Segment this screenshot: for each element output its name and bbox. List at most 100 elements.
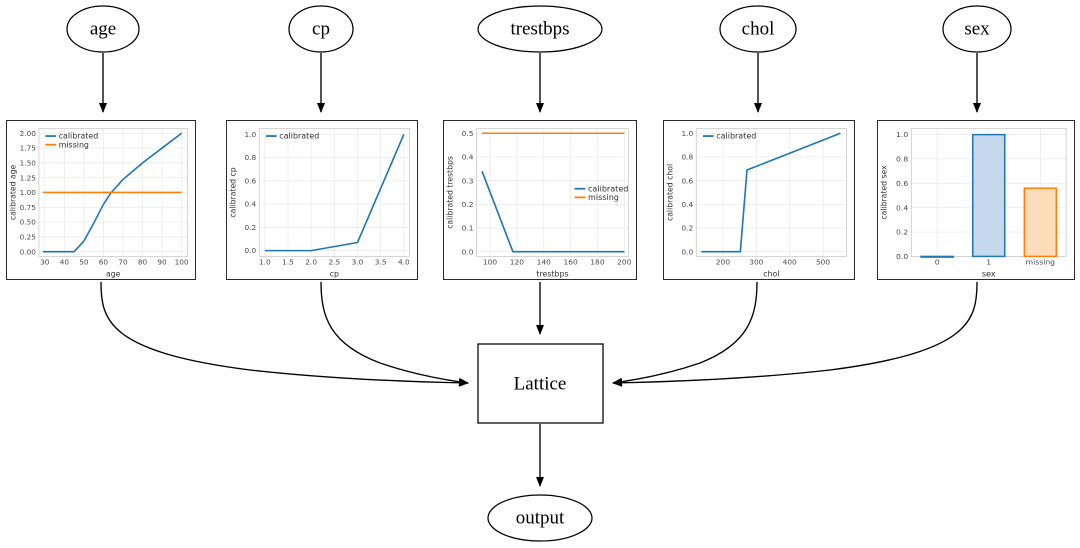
ytick: 1.75 [20, 144, 37, 153]
xtick: 160 [563, 257, 578, 266]
ytick: 0.6 [896, 179, 908, 188]
x-axis-label: trestbps [536, 269, 568, 278]
node-sex[interactable] [942, 5, 1012, 53]
xtick: 2.5 [328, 257, 340, 266]
edge-sex-plot-to-lattice [612, 281, 978, 387]
xtick: 60 [99, 257, 109, 266]
node-output[interactable] [487, 494, 593, 542]
legend: calibrated [265, 132, 319, 141]
xtick: 1.5 [282, 257, 294, 266]
ytick: 0.5 [462, 129, 474, 138]
xtick: 100 [175, 257, 189, 266]
y-axis-label: calibrated chol [665, 164, 674, 221]
ytick: 0.4 [681, 200, 693, 209]
xtick: 100 [483, 257, 498, 266]
xtick: 180 [590, 257, 605, 266]
ytick: 0.1 [462, 224, 474, 233]
xtick: 40 [60, 257, 70, 266]
node-lattice-label: Lattice [514, 373, 567, 394]
ytick: 0.2 [462, 200, 474, 209]
x-axis-label: cp [330, 269, 339, 278]
node-age[interactable] [66, 5, 140, 53]
calibration-panel-sex[interactable]: 0 1 missing 0.0 0.2 0.4 0.6 0.8 1.0 sex calibrated… [877, 120, 1075, 280]
ytick: 0.6 [681, 176, 693, 185]
y-axis-label: calibrated age [8, 165, 17, 221]
xtick: 80 [138, 257, 148, 266]
node-chol-label: chol [742, 18, 775, 39]
ytick: 0.8 [244, 153, 256, 162]
xtick: 3.0 [352, 257, 364, 266]
ytick: 0.6 [244, 177, 256, 186]
ytick: 0.8 [896, 155, 908, 164]
ytick: 0.4 [462, 153, 474, 162]
node-sex-label: sex [964, 18, 990, 39]
ytick: 1.0 [896, 130, 908, 139]
xtick: 500 [816, 257, 830, 266]
bar-0 [920, 255, 954, 258]
ytick: 0.4 [244, 200, 256, 209]
series-calibrated [42, 132, 183, 253]
ytick: 1.25 [20, 173, 37, 182]
xtick: 200 [617, 257, 632, 266]
xtick: 4.0 [398, 257, 410, 266]
ytick: 0.0 [462, 247, 474, 256]
node-cp[interactable] [288, 5, 354, 53]
x-axis-label: age [106, 269, 121, 278]
ytick: 1.50 [20, 159, 37, 168]
ytick: 1.00 [20, 188, 37, 197]
legend-label: calibrated [279, 132, 319, 141]
node-trestbps[interactable] [477, 5, 603, 53]
xtick: 1 [986, 257, 991, 266]
series-calibrated [701, 132, 841, 253]
node-output-label: output [516, 507, 565, 528]
ytick: 1.0 [244, 130, 256, 139]
node-lattice[interactable] [477, 343, 604, 424]
ytick: 0.2 [244, 223, 256, 232]
ytick: 0.0 [896, 252, 908, 261]
ytick: 0.4 [896, 203, 908, 212]
ytick: 1.0 [681, 129, 693, 138]
xtick: 200 [716, 257, 730, 266]
ytick: 0.75 [20, 203, 37, 212]
xtick: 2.0 [305, 257, 317, 266]
y-axis-label: calibrated sex [879, 165, 888, 220]
xtick: 3.5 [375, 257, 387, 266]
edge-chol-plot-to-lattice [612, 281, 758, 386]
x-axis-label: sex [982, 270, 996, 279]
edge-cp-plot-to-lattice [320, 281, 469, 386]
ytick: 0.3 [462, 176, 474, 185]
node-cp-label: cp [312, 18, 330, 39]
series-calibrated [481, 170, 625, 253]
bar-missing [1023, 187, 1058, 258]
ytick: 0.2 [896, 228, 908, 237]
xtick: 90 [157, 257, 167, 266]
plot-sex: 0 1 missing 0.0 0.2 0.4 0.6 0.8 1.0 sex calibrated… [879, 128, 1067, 279]
ytick: 0.0 [681, 247, 693, 256]
legend-label: calibrated [588, 184, 628, 193]
node-chol[interactable] [719, 5, 797, 53]
node-age-label: age [90, 18, 116, 39]
xtick: 70 [118, 257, 128, 266]
ytick: 0.50 [20, 218, 37, 227]
ytick: 0.0 [244, 246, 256, 255]
xtick: 0 [935, 257, 940, 266]
ytick: 0.2 [681, 224, 693, 233]
legend-label: calibrated [716, 132, 756, 141]
ytick: 0.25 [20, 233, 37, 242]
xtick: 140 [537, 257, 552, 266]
xtick: missing [1026, 257, 1056, 266]
xtick: 30 [40, 257, 50, 266]
legend-label: missing [59, 140, 89, 149]
